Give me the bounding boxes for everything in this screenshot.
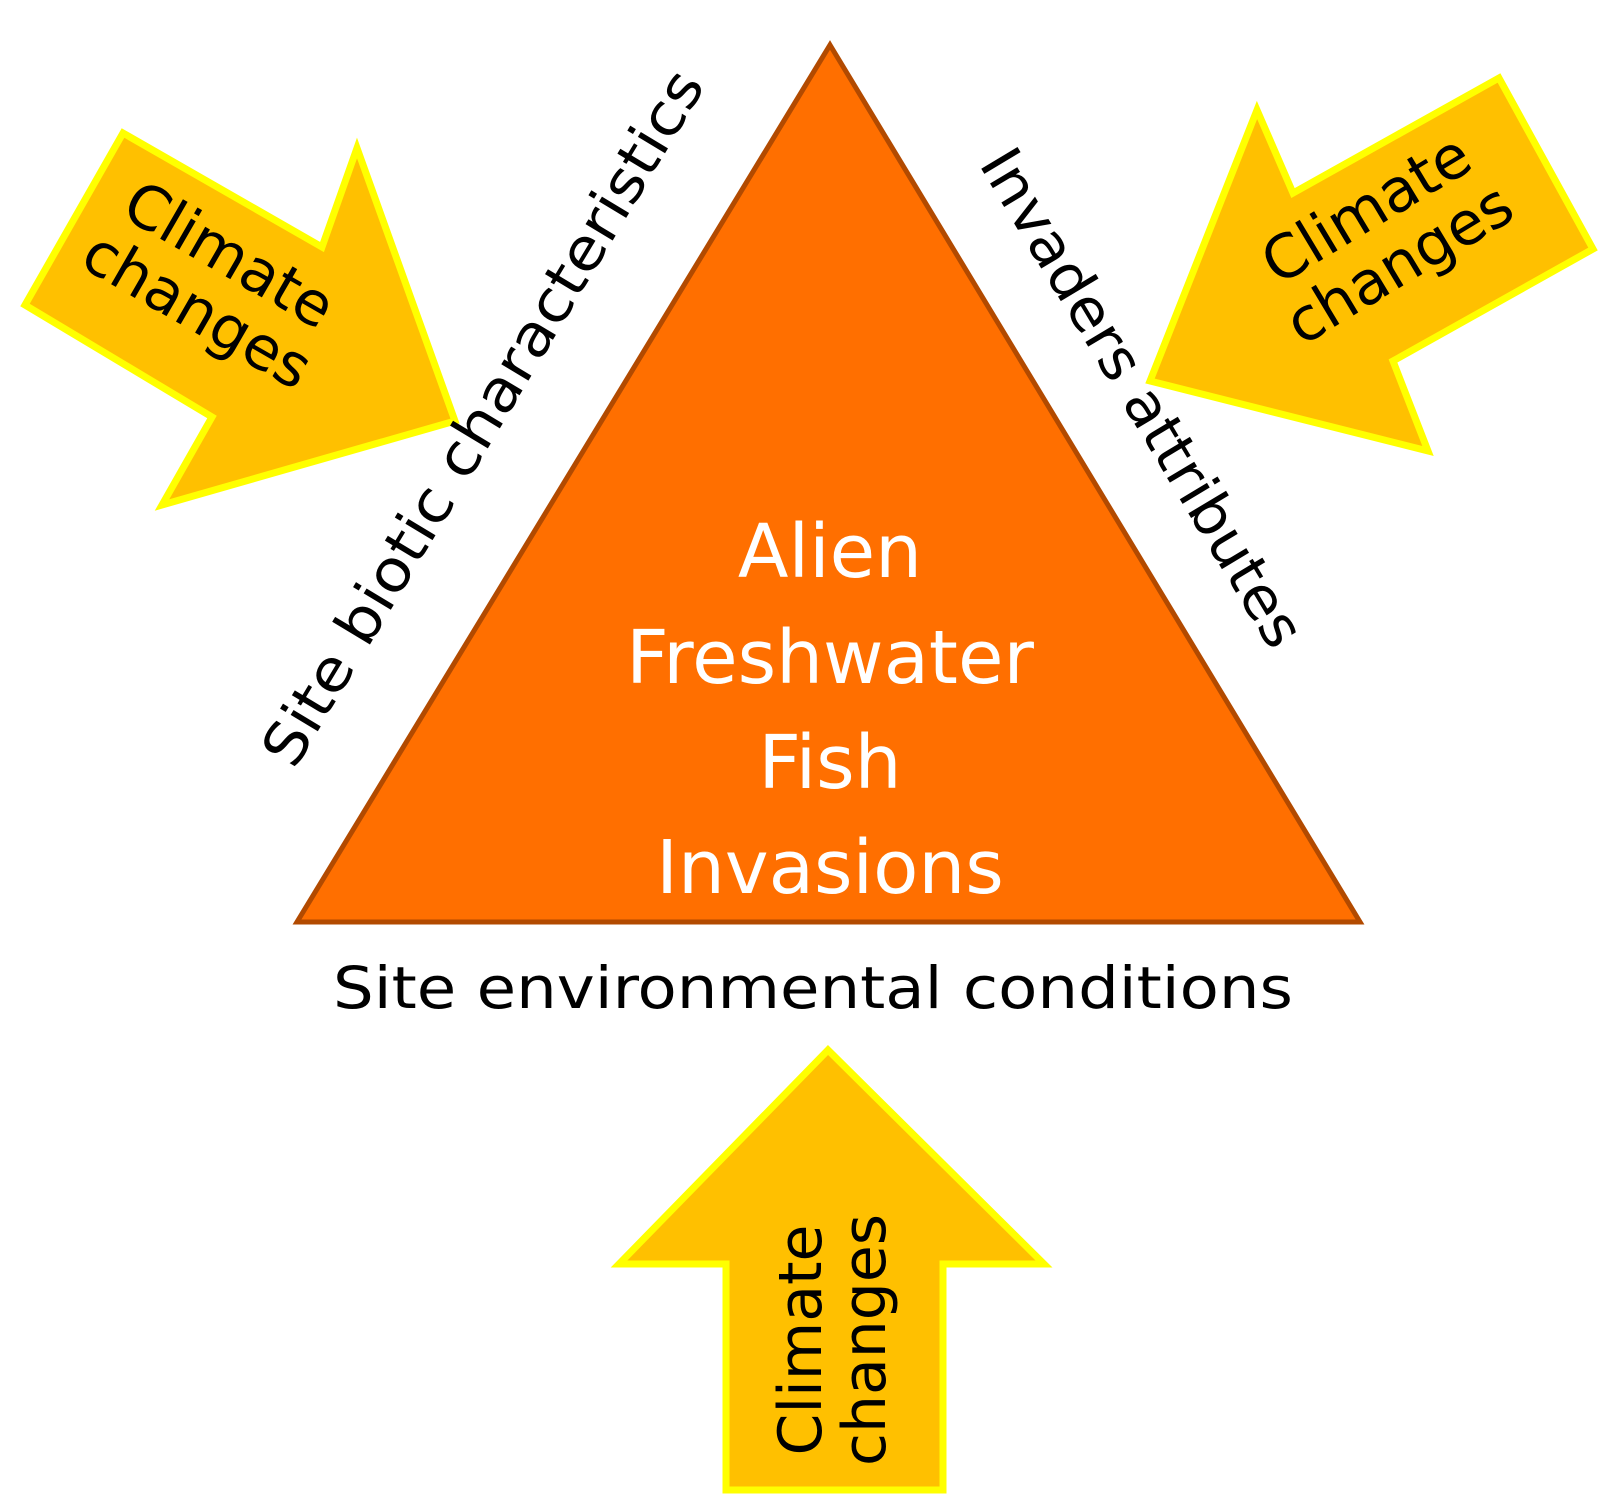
arrow-bottom: Climate changes xyxy=(610,1045,1053,1494)
invasion-triangle xyxy=(292,40,1365,925)
center-label-line4: Invasions xyxy=(656,825,1004,911)
arrow-top-right: Climate changes xyxy=(1145,73,1598,457)
side-label-bottom: Site environmental conditions xyxy=(333,954,1293,1022)
arrow-bottom-label-line1: Climate xyxy=(766,1225,836,1456)
arrow-top-left: Climate changes xyxy=(20,128,460,511)
triangle-center-label: Alien Freshwater Fish Invasions xyxy=(626,509,1034,911)
center-label-line1: Alien xyxy=(738,509,922,595)
arrow-bottom-shape xyxy=(610,1045,1053,1494)
arrow-top-left-shape xyxy=(20,128,460,511)
center-label-line2: Freshwater xyxy=(626,615,1034,701)
center-label-line3: Fish xyxy=(758,720,901,806)
arrow-bottom-label-line2: changes xyxy=(830,1214,900,1466)
arrow-top-right-shape xyxy=(1145,73,1598,457)
